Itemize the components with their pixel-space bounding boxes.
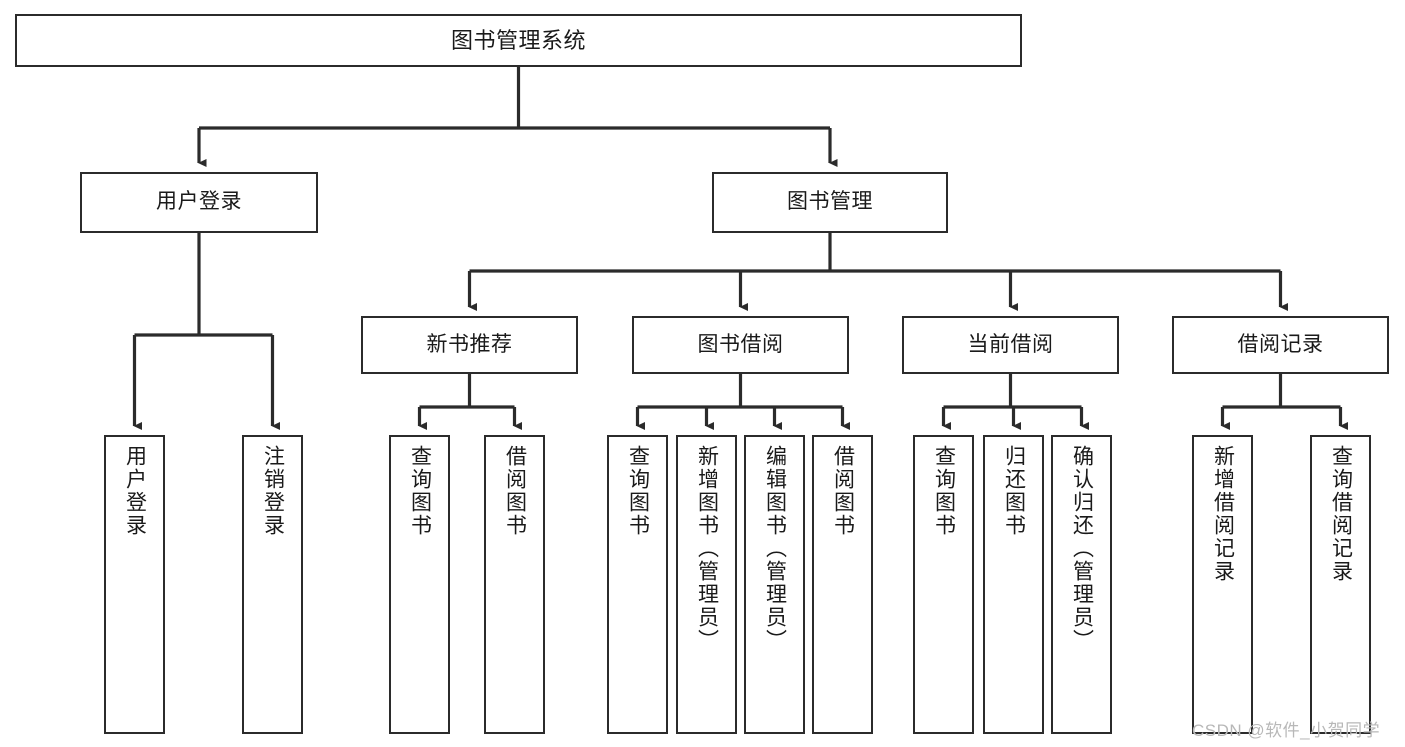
- node-leaf-query-book-1[interactable]: 查询图书: [389, 435, 450, 734]
- node-leaf-query-borrow-record-label: 查询借阅记录: [1329, 445, 1353, 583]
- node-leaf-return-book-label: 归还图书: [1002, 445, 1026, 537]
- node-leaf-confirm-return-admin[interactable]: 确认归还（管理员）: [1051, 435, 1112, 734]
- node-leaf-return-book[interactable]: 归还图书: [983, 435, 1044, 734]
- node-leaf-add-book-admin-label: 新增图书（管理员）: [695, 445, 719, 652]
- node-new-book-recommend-label: 新书推荐: [426, 332, 513, 356]
- node-current-borrow[interactable]: 当前借阅: [902, 316, 1119, 374]
- node-leaf-query-book-2-label: 查询图书: [626, 445, 650, 537]
- node-leaf-user-login-label: 用户登录: [123, 445, 147, 537]
- node-leaf-add-borrow-record[interactable]: 新增借阅记录: [1192, 435, 1253, 734]
- node-leaf-query-book-1-label: 查询图书: [408, 445, 432, 537]
- node-leaf-add-borrow-record-label: 新增借阅记录: [1211, 445, 1235, 583]
- node-leaf-borrow-book-1[interactable]: 借阅图书: [484, 435, 545, 734]
- node-leaf-query-book-2[interactable]: 查询图书: [607, 435, 668, 734]
- node-leaf-edit-book-admin-label: 编辑图书（管理员）: [763, 445, 787, 652]
- node-leaf-borrow-book-2[interactable]: 借阅图书: [812, 435, 873, 734]
- node-new-book-recommend[interactable]: 新书推荐: [361, 316, 578, 374]
- node-leaf-confirm-return-admin-label: 确认归还（管理员）: [1070, 445, 1094, 652]
- node-leaf-borrow-book-2-label: 借阅图书: [831, 445, 855, 537]
- node-leaf-borrow-book-1-label: 借阅图书: [503, 445, 527, 537]
- node-book-borrow[interactable]: 图书借阅: [632, 316, 849, 374]
- node-leaf-edit-book-admin[interactable]: 编辑图书（管理员）: [744, 435, 805, 734]
- node-current-borrow-label: 当前借阅: [967, 332, 1054, 356]
- node-user-login[interactable]: 用户登录: [80, 172, 318, 233]
- node-leaf-query-book-3[interactable]: 查询图书: [913, 435, 974, 734]
- node-user-login-label: 用户登录: [156, 190, 242, 214]
- node-leaf-query-borrow-record[interactable]: 查询借阅记录: [1310, 435, 1371, 734]
- node-borrow-record-label: 借阅记录: [1237, 332, 1324, 356]
- node-leaf-user-logout-label: 注销登录: [261, 445, 285, 537]
- node-root-label: 图书管理系统: [450, 27, 586, 53]
- node-root[interactable]: 图书管理系统: [15, 14, 1022, 67]
- csdn-watermark: CSDN @软件_小贺同学: [1192, 721, 1381, 740]
- node-leaf-add-book-admin[interactable]: 新增图书（管理员）: [676, 435, 737, 734]
- node-book-management[interactable]: 图书管理: [712, 172, 948, 233]
- node-leaf-query-book-3-label: 查询图书: [932, 445, 956, 537]
- node-leaf-user-login[interactable]: 用户登录: [104, 435, 165, 734]
- node-book-borrow-label: 图书借阅: [697, 332, 784, 356]
- node-borrow-record[interactable]: 借阅记录: [1172, 316, 1389, 374]
- node-book-management-label: 图书管理: [787, 190, 873, 214]
- node-leaf-user-logout[interactable]: 注销登录: [242, 435, 303, 734]
